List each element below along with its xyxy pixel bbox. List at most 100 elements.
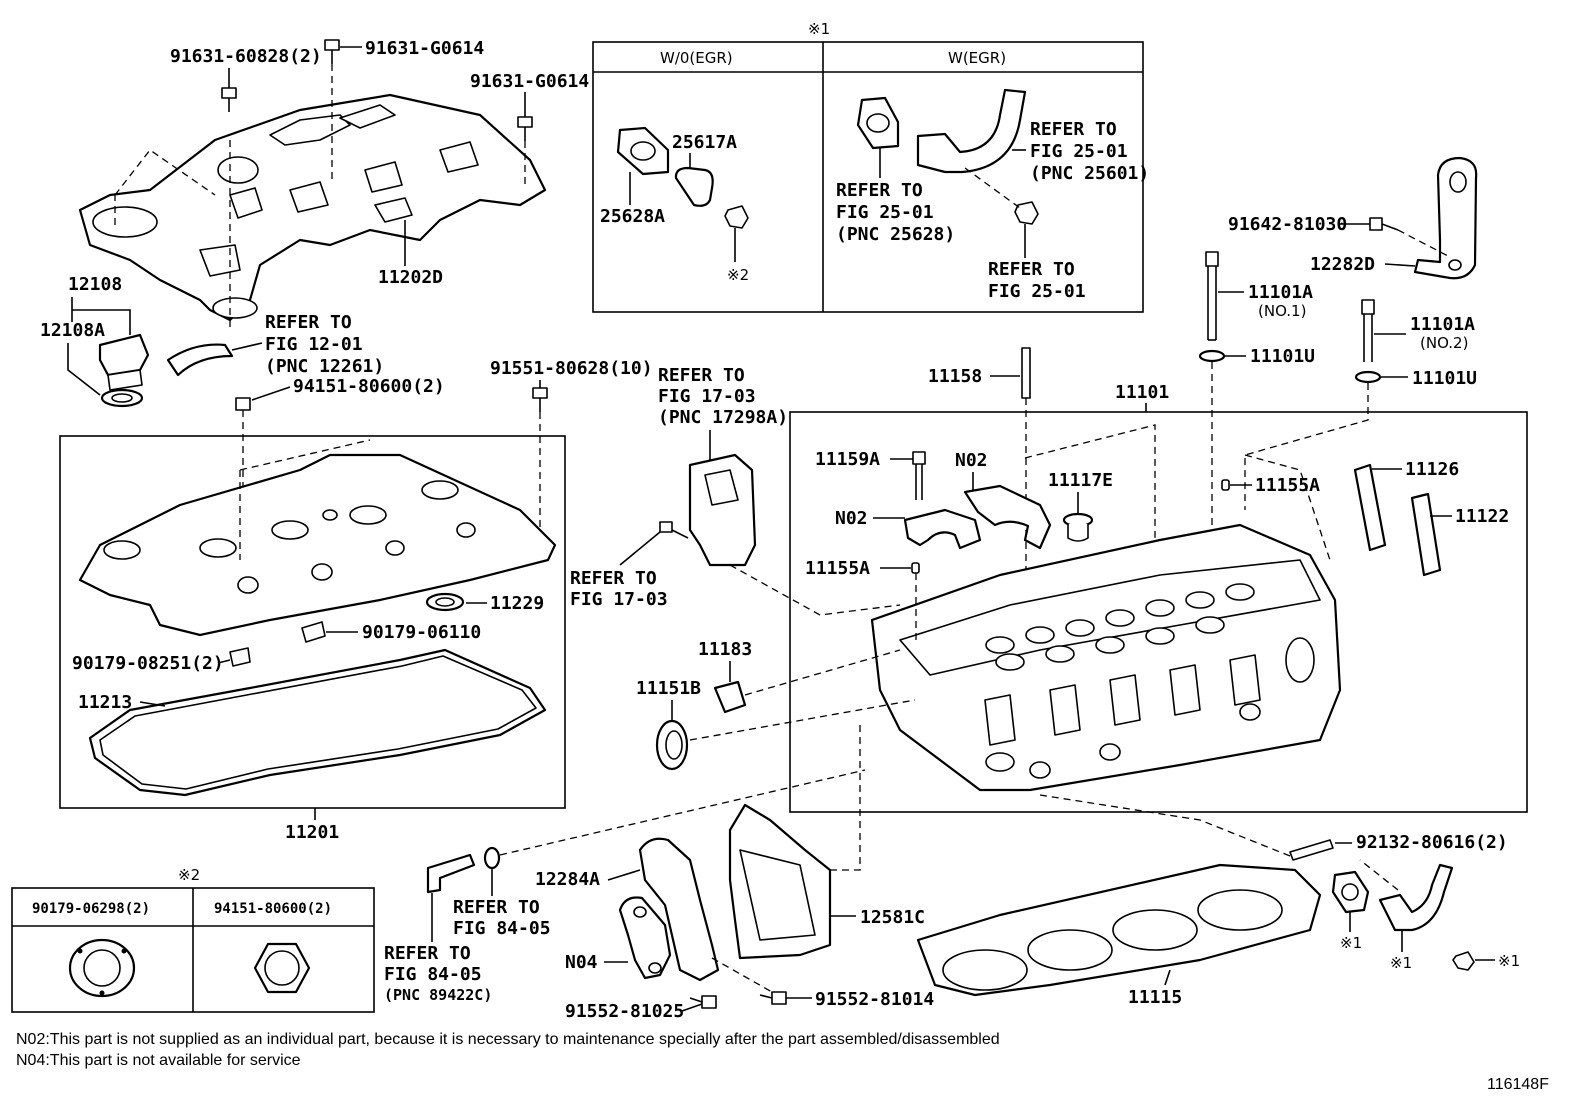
washer-11101U-1[interactable] xyxy=(1198,349,1226,363)
label-91552-81025: 91552-81025 xyxy=(565,1001,684,1022)
figure-id: 116148F xyxy=(1487,1076,1549,1093)
stud-11158[interactable] xyxy=(1021,347,1031,399)
cylinder-head-cover-11202D[interactable] xyxy=(78,93,547,330)
refer-25-01-line2: FIG 25-01 xyxy=(988,281,1086,302)
pin-11155A-a[interactable] xyxy=(1221,479,1230,491)
label-11213: 11213 xyxy=(78,692,132,713)
engine-mount-bracket-pnc-17298A[interactable] xyxy=(688,453,757,567)
gasket-pnc-25628[interactable] xyxy=(856,96,900,150)
label-11122: 11122 xyxy=(1455,506,1509,527)
refer-17-03-line2: FIG 17-03 xyxy=(570,589,668,610)
label-91631-60828: 91631-60828(2) xyxy=(170,46,322,67)
bracket-N04[interactable] xyxy=(618,896,672,980)
bolt-11159A[interactable] xyxy=(912,451,926,500)
label-12282D: 12282D xyxy=(1310,254,1375,275)
egr-pipe-pnc-25601[interactable] xyxy=(916,88,1027,174)
cylinder-head-cover-11201[interactable] xyxy=(78,439,557,637)
refer-12-01-line3: (PNC 12261) xyxy=(265,356,384,377)
label-92132-80616: 92132-80616(2) xyxy=(1356,832,1508,853)
refer-84-05-pnc-line3: (PNC 89422C) xyxy=(384,986,492,1004)
refer-25-01-601-line1: REFER TO xyxy=(1030,119,1117,140)
refer-84-05-pnc-line1: REFER TO xyxy=(384,943,471,964)
gasket-25628A[interactable] xyxy=(616,126,670,176)
refer-25-01-line1: REFER TO xyxy=(988,259,1075,280)
label-91631-G0614-a: 91631-G0614 xyxy=(365,38,484,59)
plate-25617A[interactable] xyxy=(674,166,714,207)
timing-cover-12581C[interactable] xyxy=(728,803,832,960)
stud-92132-80616[interactable] xyxy=(1289,839,1334,861)
label-N02-a: N02 xyxy=(835,508,868,529)
bolt-91642-81030[interactable] xyxy=(1369,217,1399,231)
bolt-91551-80628[interactable] xyxy=(532,387,548,412)
egr-gasket-x1[interactable] xyxy=(1331,870,1370,914)
tube-11122[interactable] xyxy=(1410,492,1442,577)
sensor-pnc-89422C[interactable] xyxy=(426,853,476,894)
label-11126: 11126 xyxy=(1405,459,1459,480)
label-no1: (NO.1) xyxy=(1258,302,1306,320)
refer-12-01-line2: FIG 12-01 xyxy=(265,334,363,355)
label-25617A: 25617A xyxy=(672,132,737,153)
refer-25-01-628-line2: FIG 25-01 xyxy=(836,202,934,223)
grommet-11229[interactable] xyxy=(425,592,465,612)
nut-94151-80600[interactable] xyxy=(235,397,251,411)
head-bolt-11101A-no1[interactable] xyxy=(1205,251,1219,341)
label-91642-81030: 91642-81030 xyxy=(1228,214,1347,235)
washer-fig-84-05[interactable] xyxy=(483,846,501,870)
label-12108A: 12108A xyxy=(40,320,105,341)
cylinder-head-11101[interactable] xyxy=(870,523,1342,792)
bracket-12284A[interactable] xyxy=(638,837,720,982)
clip-90179-06110[interactable] xyxy=(301,621,326,643)
bolt-91631-60828[interactable] xyxy=(221,87,237,112)
nut-fig-25-01[interactable] xyxy=(1014,201,1039,225)
label-11155A-b: 11155A xyxy=(805,558,870,579)
label-x2: ※2 xyxy=(727,266,749,284)
nut-x2[interactable] xyxy=(724,205,749,229)
label-11202D: 11202D xyxy=(378,267,443,288)
label-11159A: 11159A xyxy=(815,449,880,470)
tube-11126[interactable] xyxy=(1353,463,1387,552)
bolt-91552-81025[interactable] xyxy=(689,995,717,1009)
label-11101A-no2: 11101A xyxy=(1410,314,1475,335)
bolt-fig-17-03[interactable] xyxy=(659,521,689,539)
nut-x1[interactable] xyxy=(1452,951,1475,971)
plug-11183[interactable] xyxy=(713,680,747,714)
subassy-box-11201 xyxy=(59,435,566,809)
refer-25-01-601-line2: FIG 25-01 xyxy=(1030,141,1128,162)
bearing-cap-N02-a[interactable] xyxy=(903,508,982,550)
refer-12-01-line1: REFER TO xyxy=(265,312,352,333)
label-11158: 11158 xyxy=(928,366,982,387)
inset-table-x2 xyxy=(11,887,375,1013)
label-11201: 11201 xyxy=(285,822,339,843)
gasket-12108A[interactable] xyxy=(100,388,144,408)
refer-25-01-628-line1: REFER TO xyxy=(836,180,923,201)
egr-table-header-wo: W/0(EGR) xyxy=(660,49,733,67)
bearing-cap-N02-b[interactable] xyxy=(963,484,1052,550)
refer-25-01-601-line3: (PNC 25601) xyxy=(1030,163,1149,184)
oil-filler-cap-12108[interactable] xyxy=(98,333,150,391)
label-x1-a: ※1 xyxy=(1340,934,1362,952)
label-11117E: 11117E xyxy=(1048,470,1113,491)
label-11229: 11229 xyxy=(490,593,544,614)
hose-pnc-12261[interactable] xyxy=(166,343,234,377)
bolt-91552-81014[interactable] xyxy=(759,991,787,1005)
washer-11101U-2[interactable] xyxy=(1354,370,1382,384)
refer-84-05-line1: REFER TO xyxy=(453,897,540,918)
oil-seal-11151B[interactable] xyxy=(655,719,689,771)
clip-90179-08251[interactable] xyxy=(229,647,251,667)
clip-90179-06298-icon[interactable] xyxy=(68,938,136,998)
egr-pipe-x1[interactable] xyxy=(1378,863,1454,932)
head-bolt-11101A-no2[interactable] xyxy=(1361,299,1375,362)
head-gasket-11115[interactable] xyxy=(916,863,1322,997)
label-N04: N04 xyxy=(565,952,598,973)
label-11183: 11183 xyxy=(698,639,752,660)
nut-94151-80600-icon[interactable] xyxy=(253,942,311,994)
gasket-11213[interactable] xyxy=(88,648,547,797)
bolt-91631-G0614-a[interactable] xyxy=(324,39,340,180)
note-N02: N02:This part is not supplied as an indi… xyxy=(16,1031,1000,1048)
engine-hanger-12282D[interactable] xyxy=(1413,156,1478,280)
plug-11117E[interactable] xyxy=(1062,512,1094,542)
pin-11155A-b[interactable] xyxy=(911,562,920,574)
label-94151-80600: 94151-80600(2) xyxy=(293,376,445,397)
label-11101A-no1: 11101A xyxy=(1248,282,1313,303)
